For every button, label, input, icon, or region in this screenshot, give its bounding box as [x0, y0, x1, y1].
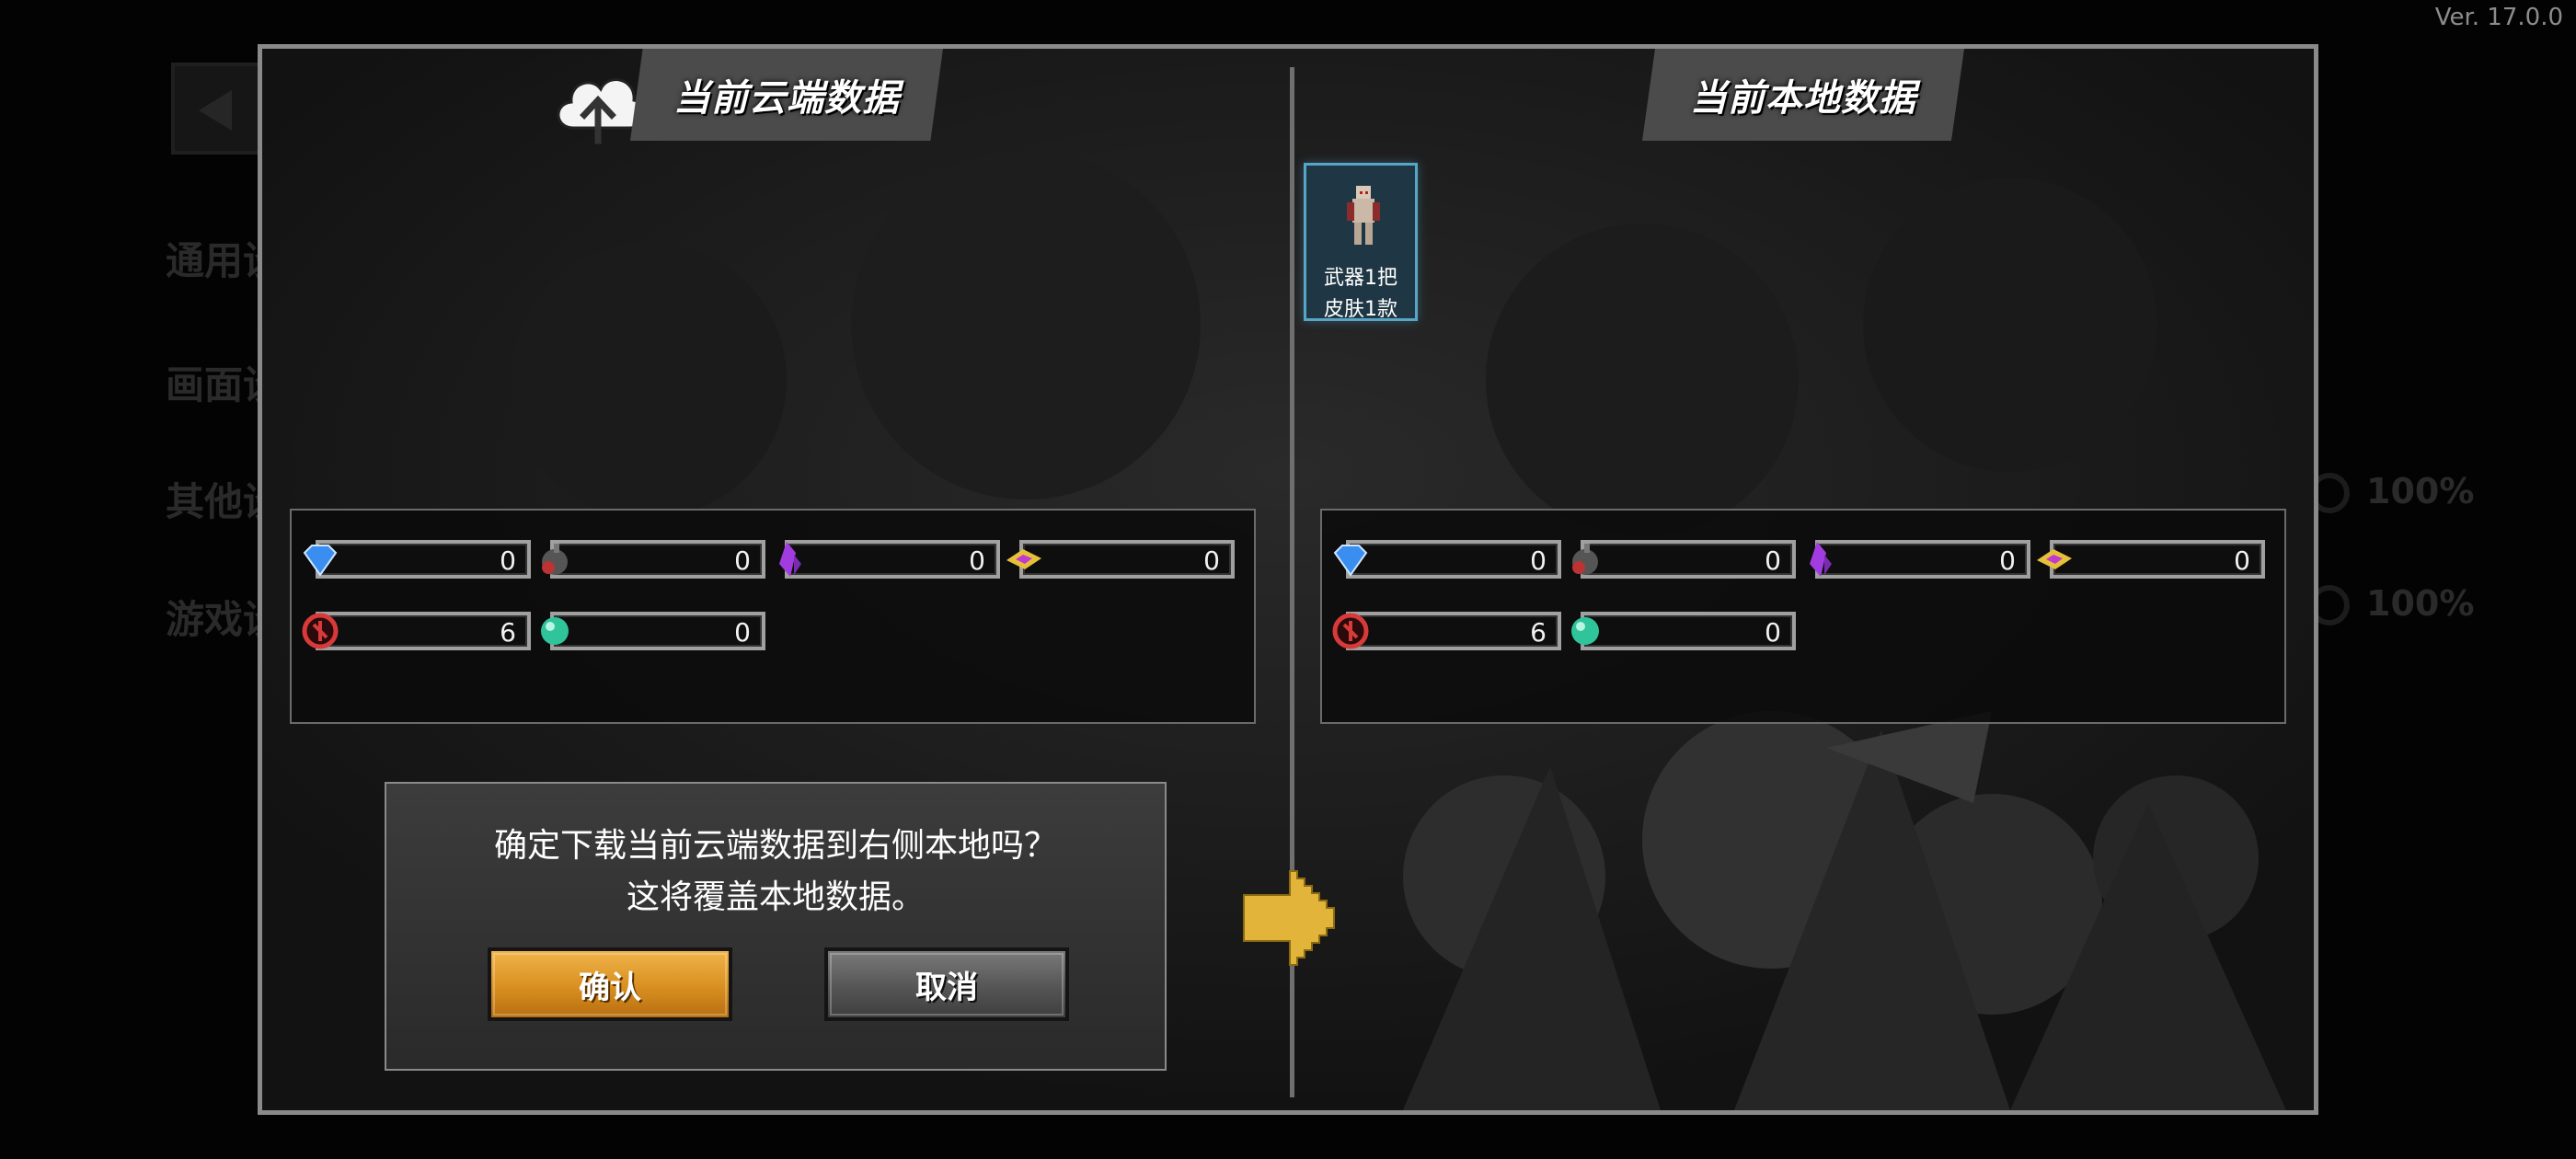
resource-dark-ore: 0: [535, 538, 765, 580]
resource-red-token: 6: [1331, 610, 1561, 652]
cloud-resources-panel: 0 0 0 0 6 0: [290, 509, 1256, 724]
resource-value: 0: [2234, 545, 2250, 576]
slider-value: 100%: [2366, 583, 2475, 624]
resource-value: 0: [500, 545, 516, 576]
purple-crystal-icon: [779, 542, 801, 577]
transfer-arrow-icon: [1243, 870, 1335, 966]
cloud-data-title: 当前云端数据: [673, 77, 900, 120]
resource-ticket: 0: [1005, 538, 1235, 580]
slider-value: 100%: [2366, 471, 2475, 511]
resource-purple-crystal: 0: [770, 538, 1000, 580]
center-divider: [1290, 67, 1294, 1097]
back-arrow-icon: [199, 90, 232, 131]
cloud-sync-dialog: 当前云端数据 当前本地数据 武器1把 皮肤1款 0 0 0: [258, 44, 2318, 1115]
resource-value: 0: [1530, 545, 1547, 576]
back-button[interactable]: [171, 63, 274, 155]
resource-value: 0: [1999, 545, 2016, 576]
confirm-button[interactable]: 确认: [488, 947, 732, 1021]
resource-blue-gem: 0: [1331, 538, 1561, 580]
resource-value: 6: [1530, 617, 1547, 648]
red-token-icon: [302, 613, 339, 649]
resource-green-orb: 0: [1566, 610, 1796, 652]
confirm-message-line1: 确定下载当前云端数据到右侧本地吗？: [493, 827, 1057, 865]
ticket-icon: [1006, 549, 1041, 569]
blue-gem-icon: [303, 545, 338, 577]
version-label: Ver. 17.0.0: [2434, 4, 2563, 31]
resource-value: 0: [1765, 545, 1781, 576]
download-confirm-box: 确定下载当前云端数据到右侧本地吗？ 这将覆盖本地数据。 确认 取消: [385, 782, 1167, 1071]
dark-ore-icon: [542, 544, 568, 575]
confirm-message-line2: 这将覆盖本地数据。: [626, 878, 925, 916]
resource-value: 6: [500, 617, 516, 648]
resource-value: 0: [969, 545, 985, 576]
resource-value: 0: [1765, 617, 1781, 648]
local-resources-panel: 0 0 0 0 6 0: [1320, 509, 2286, 724]
resource-ticket: 0: [2035, 538, 2265, 580]
resource-green-orb: 0: [535, 610, 765, 652]
resource-red-token: 6: [301, 610, 531, 652]
red-token-icon: [1332, 613, 1369, 649]
character-sprite-icon: [1347, 186, 1380, 245]
weapon-count-label: 武器1把: [1324, 267, 1397, 290]
ticket-icon: [2037, 549, 2072, 569]
resource-value: 0: [1203, 545, 1220, 576]
resource-purple-crystal: 0: [1800, 538, 2030, 580]
dark-ore-icon: [1572, 544, 1598, 575]
resource-blue-gem: 0: [301, 538, 531, 580]
resource-value: 0: [734, 617, 751, 648]
green-orb-icon: [1571, 617, 1599, 645]
purple-crystal-icon: [1810, 542, 1832, 577]
local-data-header: 当前本地数据: [1642, 49, 1964, 141]
resource-dark-ore: 0: [1566, 538, 1796, 580]
cloud-data-header: 当前云端数据: [630, 49, 943, 141]
resource-value: 0: [734, 545, 751, 576]
cancel-button[interactable]: 取消: [824, 947, 1069, 1021]
blue-gem-icon: [1333, 545, 1368, 577]
skin-count-label: 皮肤1款: [1324, 298, 1397, 321]
local-skin-card[interactable]: 武器1把 皮肤1款: [1304, 163, 1418, 321]
green-orb-icon: [541, 617, 569, 645]
local-data-title: 当前本地数据: [1690, 77, 1916, 120]
